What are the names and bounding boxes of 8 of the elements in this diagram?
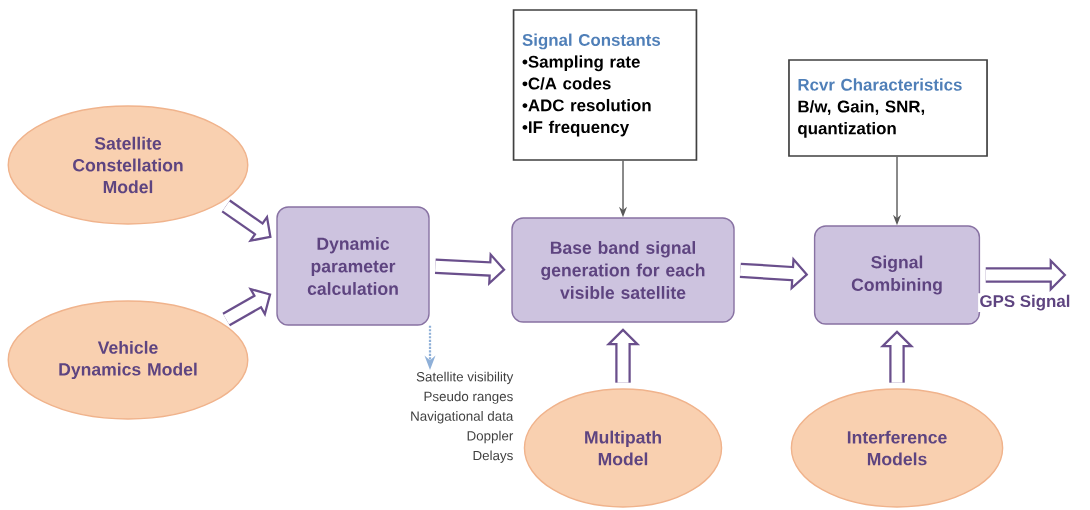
output-list: Satellite visibility Pseudo ranges Navigational data Doppler Delays <box>411 371 514 463</box>
note-box: Rcvr Characteristics B/w, Gain, SNR, quantization <box>788 59 988 157</box>
process-box: Signal Combining <box>813 225 981 325</box>
process-box: Base band signal generation for each visible satellite <box>511 217 735 323</box>
process-box: Dynamic parameter calculation <box>276 206 430 326</box>
edge-label: GPS Signal <box>978 293 1072 312</box>
hollow-arrow <box>222 287 272 327</box>
note-box: Signal Constants •Sampling rate •C/A codes •ADC resolution •IF frequency <box>512 9 698 161</box>
